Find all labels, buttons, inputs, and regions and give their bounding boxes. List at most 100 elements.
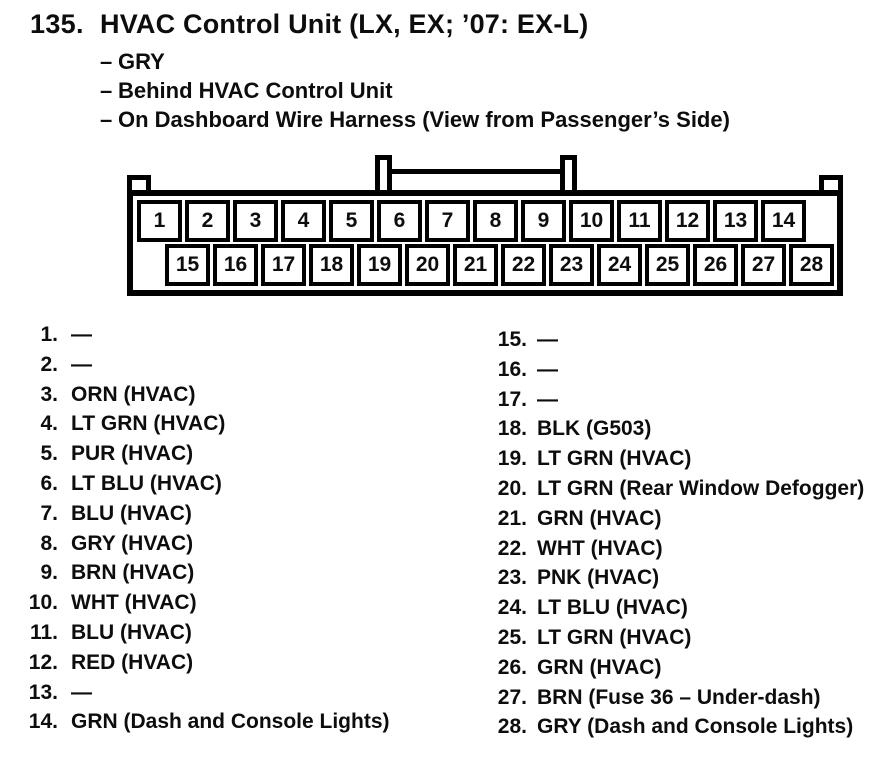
pin-cell-10: 10 <box>569 200 614 242</box>
pin-label: GRY (Dash and Console Lights) <box>537 715 854 739</box>
pin-label: BLU (HVAC) <box>71 620 192 644</box>
pin-number: 20. <box>497 476 527 500</box>
note-harness: – On Dashboard Wire Harness (View from P… <box>100 105 730 134</box>
pin-row-28: 28. GRY (Dash and Console Lights) <box>462 712 864 742</box>
pin-label: — <box>537 328 558 351</box>
pin-cell-6: 6 <box>377 200 422 242</box>
pin-row-8: 8.GRY (HVAC) <box>0 529 390 559</box>
pin-number: 14. <box>28 710 58 734</box>
pin-number: 3. <box>40 382 58 406</box>
pin-number: 4. <box>40 412 58 436</box>
pin-number: 10. <box>28 591 58 615</box>
section-heading: 135. HVAC Control Unit (LX, EX; ’07: EX-… <box>30 9 730 134</box>
pin-label: LT BLU (HVAC) <box>537 596 688 620</box>
pin-cell-27: 27 <box>741 244 786 286</box>
pin-cell-18: 18 <box>309 244 354 286</box>
pin-cell-14: 14 <box>761 200 806 242</box>
pin-row-26: 26.GRN (HVAC) <box>462 653 864 683</box>
pin-number: 23. <box>497 566 527 590</box>
pin-row-20: 20. LT GRN (Rear Window Defogger) <box>462 474 864 504</box>
pin-cell-19: 19 <box>357 244 402 286</box>
dash-marker: – <box>100 78 113 103</box>
pin-number: 9. <box>40 561 58 585</box>
pin-cell-2: 2 <box>185 200 230 242</box>
pin-row-18: 18. BLK (G503) <box>462 414 864 444</box>
pin-cell-8: 8 <box>473 200 518 242</box>
pin-row-3: 3. ORN (HVAC) <box>0 380 390 410</box>
pin-row-11: 11. BLU (HVAC) <box>0 618 390 648</box>
pin-number: 11. <box>29 620 58 644</box>
pin-cell-24: 24 <box>597 244 642 286</box>
pin-label: ORN (HVAC) <box>71 382 196 406</box>
pin-cell-13: 13 <box>713 200 758 242</box>
pin-cell-12: 12 <box>665 200 710 242</box>
pin-number: 24. <box>497 596 527 620</box>
pin-label: BRN (HVAC) <box>71 561 195 585</box>
pin-cell-7: 7 <box>425 200 470 242</box>
pin-row-10: 10. WHT (HVAC) <box>0 588 390 618</box>
section-number: 135. <box>30 9 84 39</box>
pin-number: 26. <box>497 655 527 679</box>
connector-lock-post-left <box>375 155 392 196</box>
connector-diagram: 1 2 3 4 5 6 7 8 9 10 11 12 13 14 15 16 1… <box>127 155 843 296</box>
pin-row-14: 14. GRN (Dash and Console Lights) <box>0 707 390 737</box>
pin-number: 21. <box>497 506 527 530</box>
pin-label: — <box>537 387 558 411</box>
pin-cell-15: 15 <box>165 244 210 286</box>
pin-cell-22: 22 <box>501 244 546 286</box>
note-text: Behind HVAC Control Unit <box>118 78 393 103</box>
pin-row-24: 24. LT BLU (HVAC) <box>462 593 864 623</box>
pin-label: WHT (HVAC) <box>71 591 197 615</box>
pin-number: 12. <box>28 650 58 674</box>
pin-number: 19. <box>497 447 527 471</box>
note-connector-color: – GRY <box>100 47 730 76</box>
pin-number: 2. <box>40 352 58 376</box>
pin-label: GRN (HVAC) <box>537 506 662 530</box>
pin-legend-right: 15.— 16.— 17.— 18.BLK (G503) 19.LT GRN (… <box>462 325 864 742</box>
section-heading-body: HVAC Control Unit (LX, EX; ’07: EX-L) – … <box>100 9 730 134</box>
pin-number: 28. <box>497 715 527 739</box>
pin-number: 16. <box>497 357 527 381</box>
pin-label: RED (HVAC) <box>71 650 194 674</box>
pin-row-23: 23.PNK (HVAC) <box>462 563 864 593</box>
pin-row-25: 25.LT GRN (HVAC) <box>462 623 864 653</box>
pin-number: 1. <box>40 323 58 346</box>
pin-cell-9: 9 <box>521 200 566 242</box>
pin-row-1: 1.— <box>0 320 390 350</box>
pin-label: — <box>71 352 92 376</box>
pin-row-17: 17.— <box>462 385 864 415</box>
pin-label: LT GRN (Rear Window Defogger) <box>537 476 865 500</box>
pin-cell-4: 4 <box>281 200 326 242</box>
note-text: GRY <box>118 49 165 74</box>
pin-number: 18. <box>497 417 527 441</box>
pin-label: LT BLU (HVAC) <box>71 471 222 495</box>
pin-number: 13. <box>28 680 58 704</box>
pin-label: PUR (HVAC) <box>71 442 194 466</box>
pin-cell-26: 26 <box>693 244 738 286</box>
pin-label: BLK (G503) <box>537 417 652 441</box>
pin-label: LT GRN (HVAC) <box>71 412 226 436</box>
note-location: – Behind HVAC Control Unit <box>100 76 730 105</box>
pin-label: GRN (Dash and Console Lights) <box>71 710 390 734</box>
pin-label: WHT (HVAC) <box>537 536 663 560</box>
dash-marker: – <box>100 49 113 74</box>
pin-row-21: 21. GRN (HVAC) <box>462 504 864 534</box>
pin-row-19: 19.LT GRN (HVAC) <box>462 444 864 474</box>
pin-number: 5. <box>40 442 58 466</box>
pin-label: BRN (Fuse 36 – Under-dash) <box>537 685 821 709</box>
pin-cell-23: 23 <box>549 244 594 286</box>
pin-cell-5: 5 <box>329 200 374 242</box>
pin-cell-25: 25 <box>645 244 690 286</box>
pin-number: 22. <box>497 536 527 560</box>
pin-row-9: 9. BRN (HVAC) <box>0 558 390 588</box>
connector-lock-post-right <box>560 155 577 196</box>
connector-row-top: 1 2 3 4 5 6 7 8 9 10 11 12 13 14 <box>137 200 837 242</box>
pin-cell-11: 11 <box>617 200 662 242</box>
pin-label: BLU (HVAC) <box>71 501 192 525</box>
pin-cell-21: 21 <box>453 244 498 286</box>
dash-marker: – <box>100 107 113 132</box>
pin-legend-left: 1.— 2. — 3. ORN (HVAC) 4. LT GRN (HVAC) 5. P… <box>0 320 390 737</box>
connector-row-bottom: 15 16 17 18 19 20 21 22 23 24 25 26 27 2… <box>165 244 837 286</box>
pin-cell-28: 28 <box>789 244 834 286</box>
pin-number: 7. <box>40 501 58 525</box>
